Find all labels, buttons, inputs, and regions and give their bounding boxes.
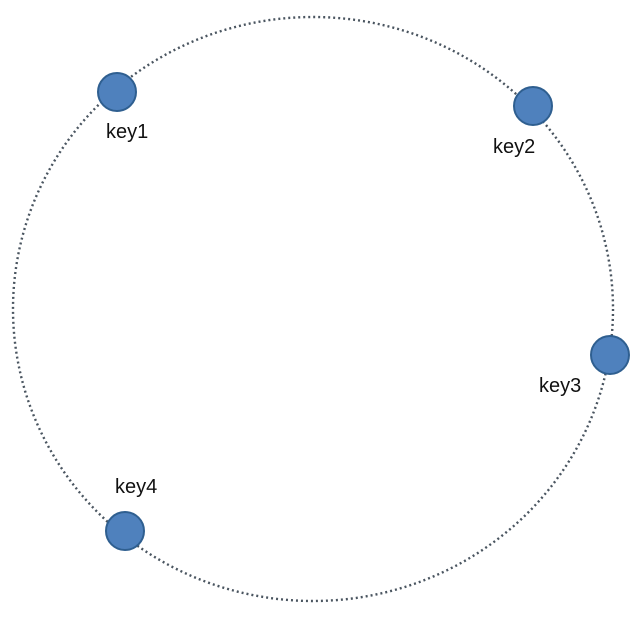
key1-node: [97, 72, 137, 112]
key2-label: key2: [493, 136, 535, 158]
key1-label: key1: [106, 121, 148, 143]
key4-label: key4: [115, 476, 157, 498]
key2-node: [513, 86, 553, 126]
key3-label: key3: [539, 375, 581, 397]
key3-node: [590, 335, 630, 375]
hash-ring: [11, 15, 615, 603]
key4-node: [105, 511, 145, 551]
